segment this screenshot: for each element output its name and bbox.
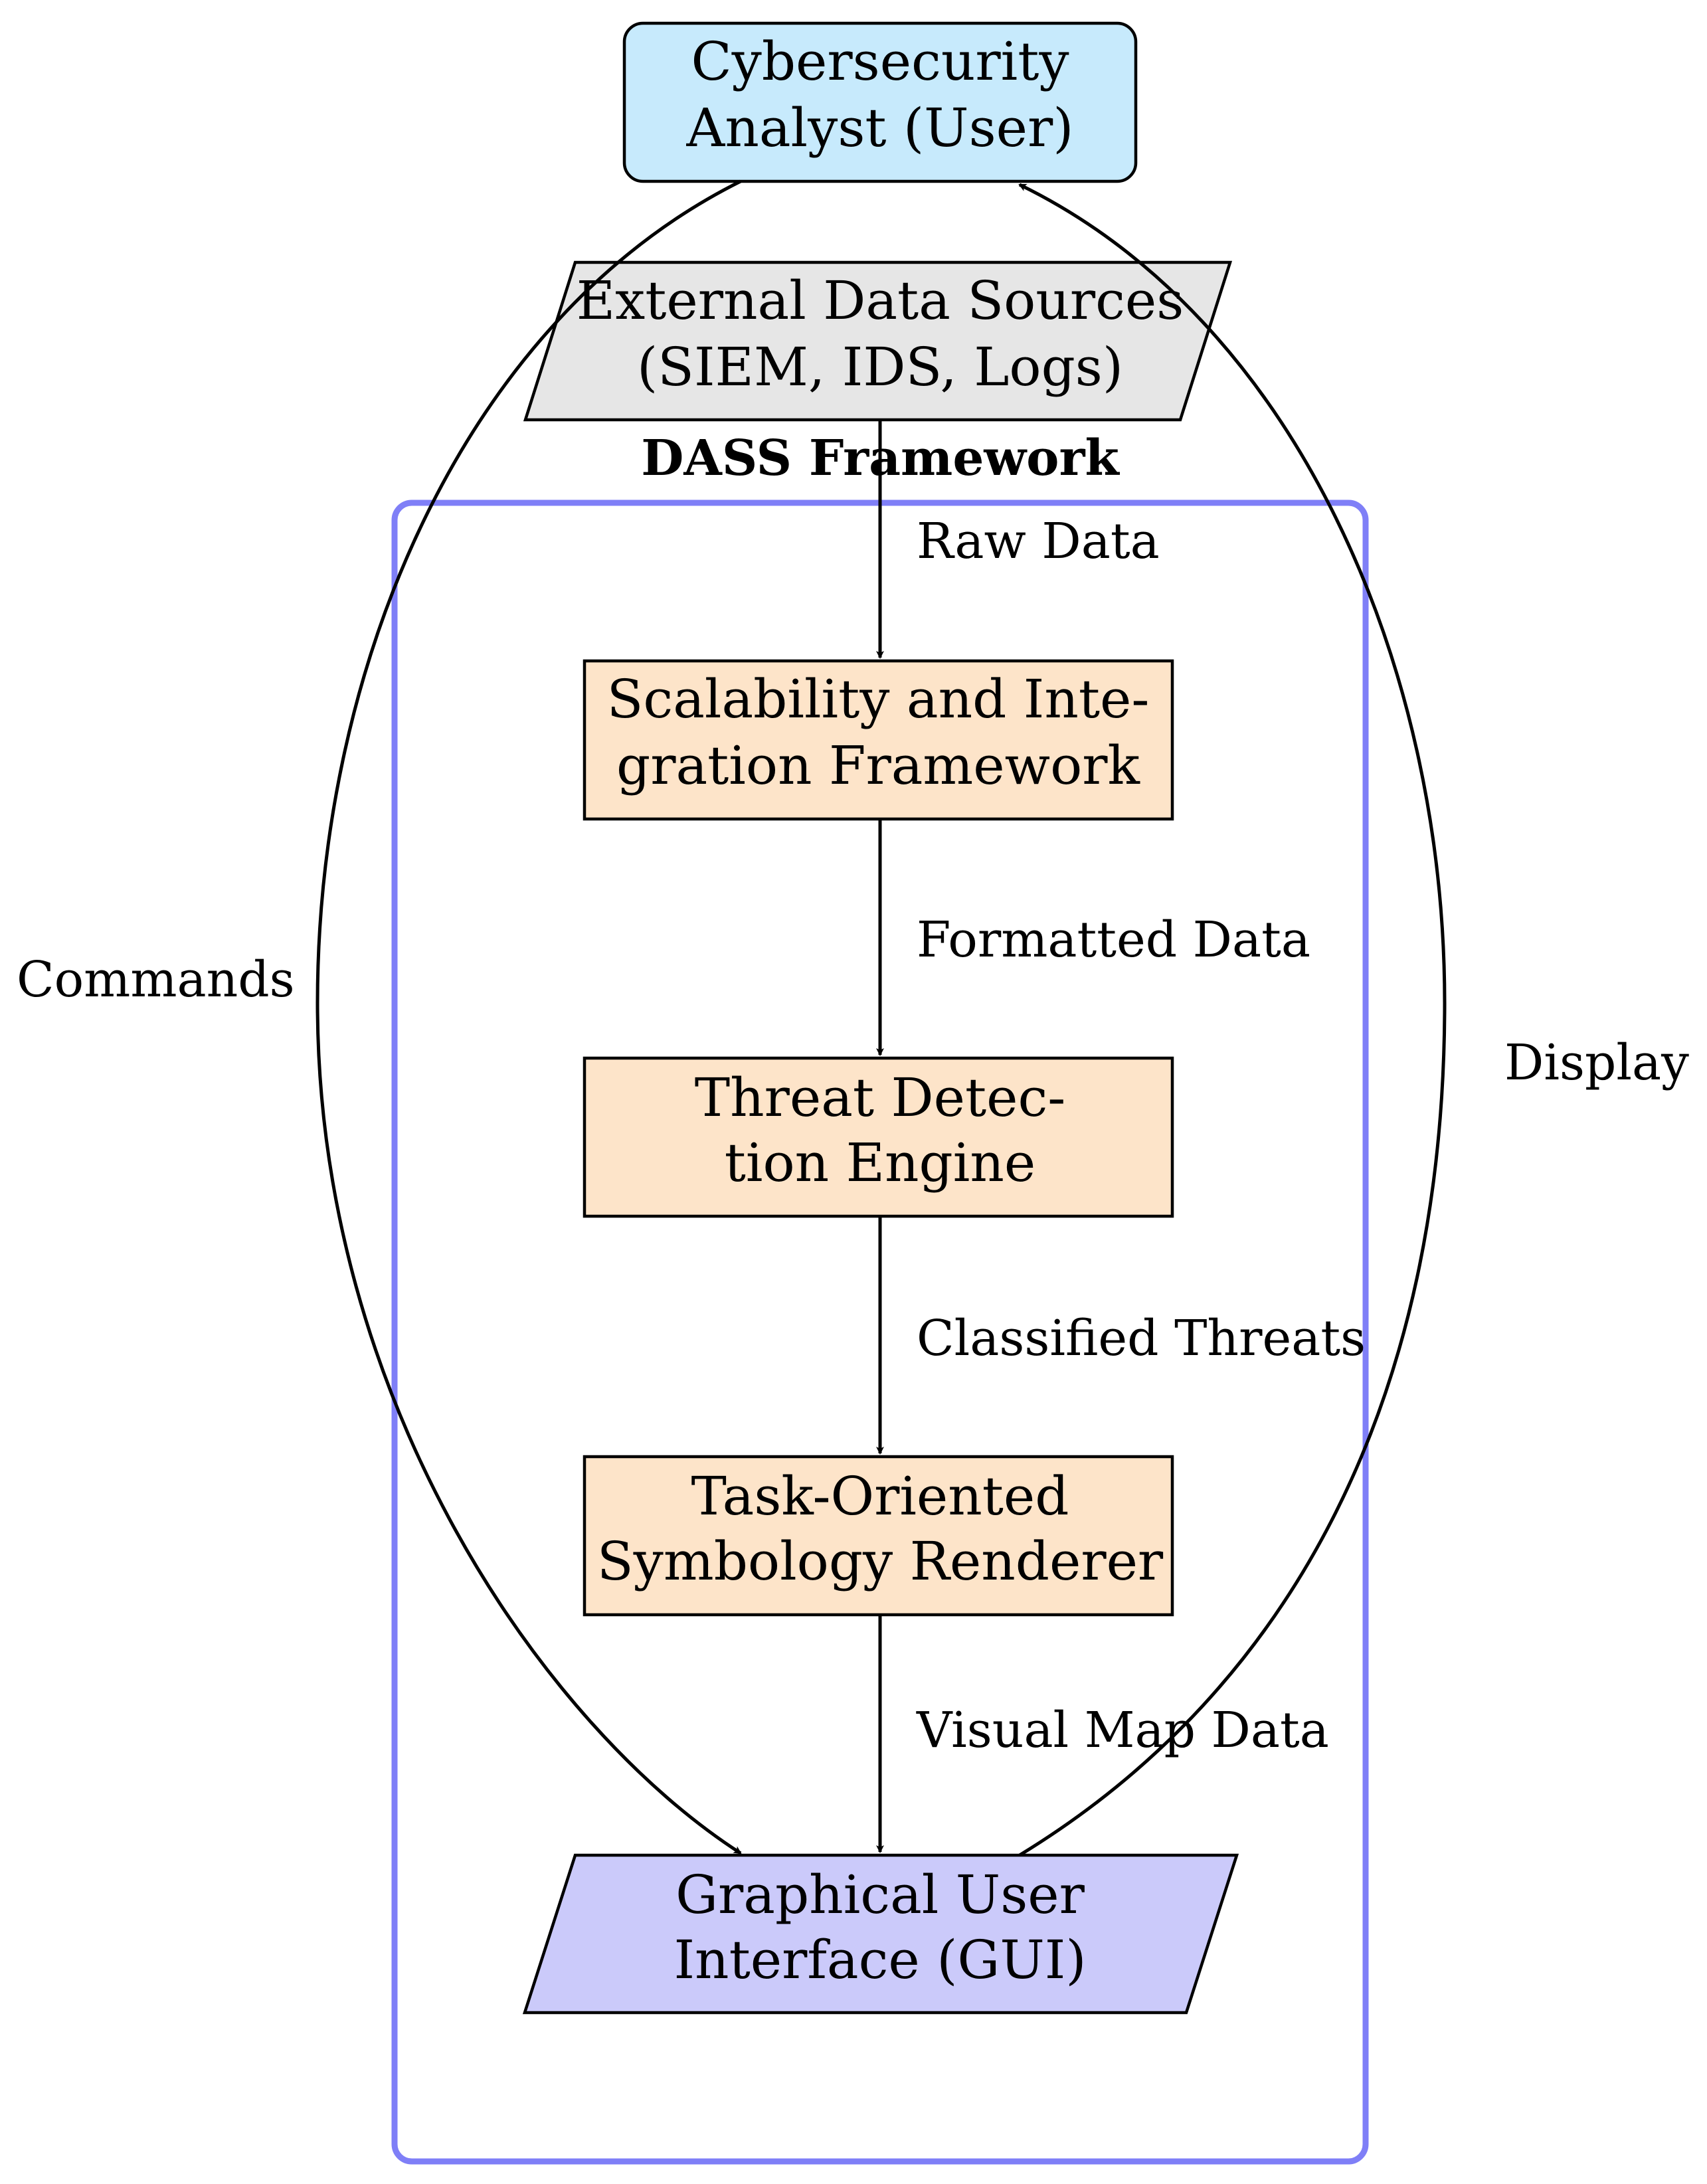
integration-framework-line2: gration Framework xyxy=(616,735,1141,796)
label-classified-threats: Classified Threats xyxy=(917,1310,1366,1367)
label-formatted-data: Formatted Data xyxy=(917,911,1310,968)
label-commands: Commands xyxy=(17,951,295,1008)
external-sources-node: External Data Sources (SIEM, IDS, Logs) xyxy=(523,260,1233,422)
symbology-renderer-node: Task-Oriented Symbology Renderer xyxy=(583,1455,1174,1617)
gui-node-line1: Graphical User xyxy=(675,1864,1085,1926)
label-visual-map-data: Visual Map Data xyxy=(916,1702,1329,1759)
integration-framework-node: Scalability and Inte- gration Framework xyxy=(583,659,1174,821)
arrow-display xyxy=(1018,183,1447,1857)
threat-detection-node: Threat Detec- tion Engine xyxy=(583,1056,1174,1218)
analyst-node-line1: Cybersecurity xyxy=(691,31,1069,92)
threat-detection-line1: Threat Detec- xyxy=(695,1067,1066,1129)
analyst-node-line2: Analyst (User) xyxy=(686,97,1074,159)
threat-detection-line2: tion Engine xyxy=(725,1132,1035,1194)
external-sources-line1: External Data Sources xyxy=(577,270,1184,331)
arrow-commands xyxy=(315,179,742,1855)
symbology-renderer-line1: Task-Oriented xyxy=(691,1465,1069,1527)
symbology-renderer-line2: Symbology Renderer xyxy=(597,1530,1164,1592)
external-sources-line2: (SIEM, IDS, Logs) xyxy=(637,336,1123,398)
integration-framework-line1: Scalability and Inte- xyxy=(607,668,1150,730)
analyst-node: Cybersecurity Analyst (User) xyxy=(622,21,1138,183)
label-display: Display xyxy=(1504,1034,1689,1091)
gui-node-line2: Interface (GUI) xyxy=(674,1929,1086,1991)
label-raw-data: Raw Data xyxy=(917,513,1160,570)
gui-node: Graphical User Interface (GUI) xyxy=(522,1853,1239,2015)
